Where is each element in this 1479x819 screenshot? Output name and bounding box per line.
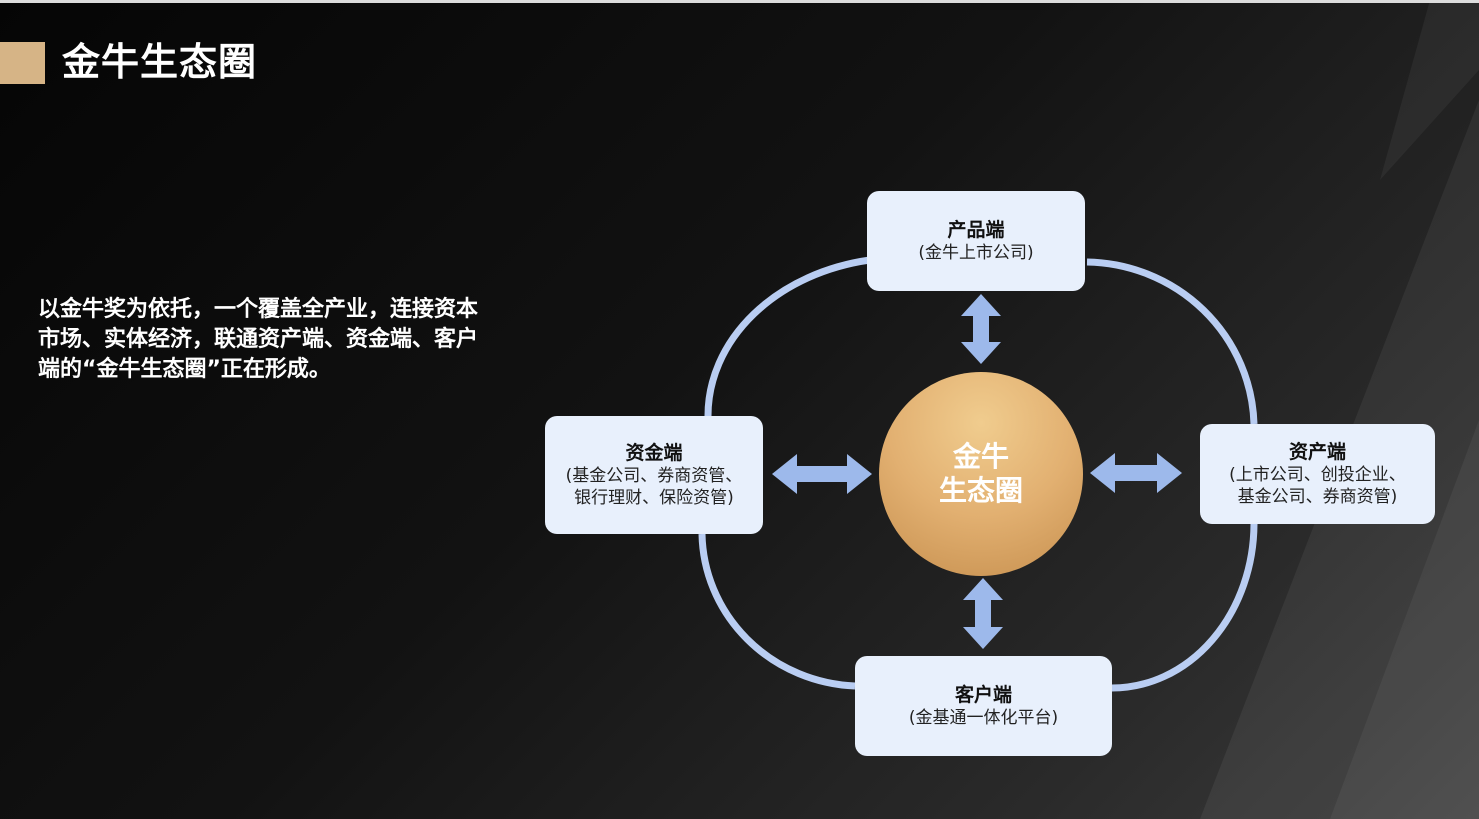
arrow-top xyxy=(961,294,1001,364)
arrow-bottom xyxy=(963,578,1003,649)
node-product-desc: (金牛上市公司) xyxy=(918,243,1034,263)
node-funding-desc-line2: 银行理财、保险资管) xyxy=(574,488,734,508)
center-circle: 金牛 生态圈 xyxy=(879,372,1083,576)
node-client-desc: (金基通一体化平台) xyxy=(908,708,1059,728)
title-accent-bar xyxy=(0,42,45,84)
arrow-right xyxy=(1090,453,1182,493)
top-border-line xyxy=(0,0,1479,3)
arrow-left xyxy=(772,454,872,494)
node-client-title: 客户端 xyxy=(954,684,1012,706)
node-product: 产品端 (金牛上市公司) xyxy=(867,191,1085,291)
node-product-title: 产品端 xyxy=(947,219,1005,241)
node-funding-desc-line1: (基金公司、券商资管、 xyxy=(565,466,743,486)
center-label-line2: 生态圈 xyxy=(938,474,1023,507)
node-asset-desc-line1: (上市公司、创投企业、 xyxy=(1229,465,1406,485)
node-funding-title: 资金端 xyxy=(625,442,683,464)
description-text: 以金牛奖为依托，一个覆盖全产业，连接资本市场、实体经济，联通资产端、资金端、客户… xyxy=(38,297,479,382)
node-funding: 资金端 (基金公司、券商资管、 银行理财、保险资管) xyxy=(545,416,763,534)
page-title: 金牛生态圈 xyxy=(62,40,258,84)
node-client: 客户端 (金基通一体化平台) xyxy=(855,656,1112,756)
node-asset-title: 资产端 xyxy=(1288,441,1346,463)
connection-ring xyxy=(698,256,1258,692)
center-label-line1: 金牛 xyxy=(952,440,1009,473)
node-asset: 资产端 (上市公司、创投企业、 基金公司、券商资管) xyxy=(1200,424,1435,524)
double-arrows xyxy=(772,294,1182,649)
node-asset-desc-line2: 基金公司、券商资管) xyxy=(1237,487,1398,507)
